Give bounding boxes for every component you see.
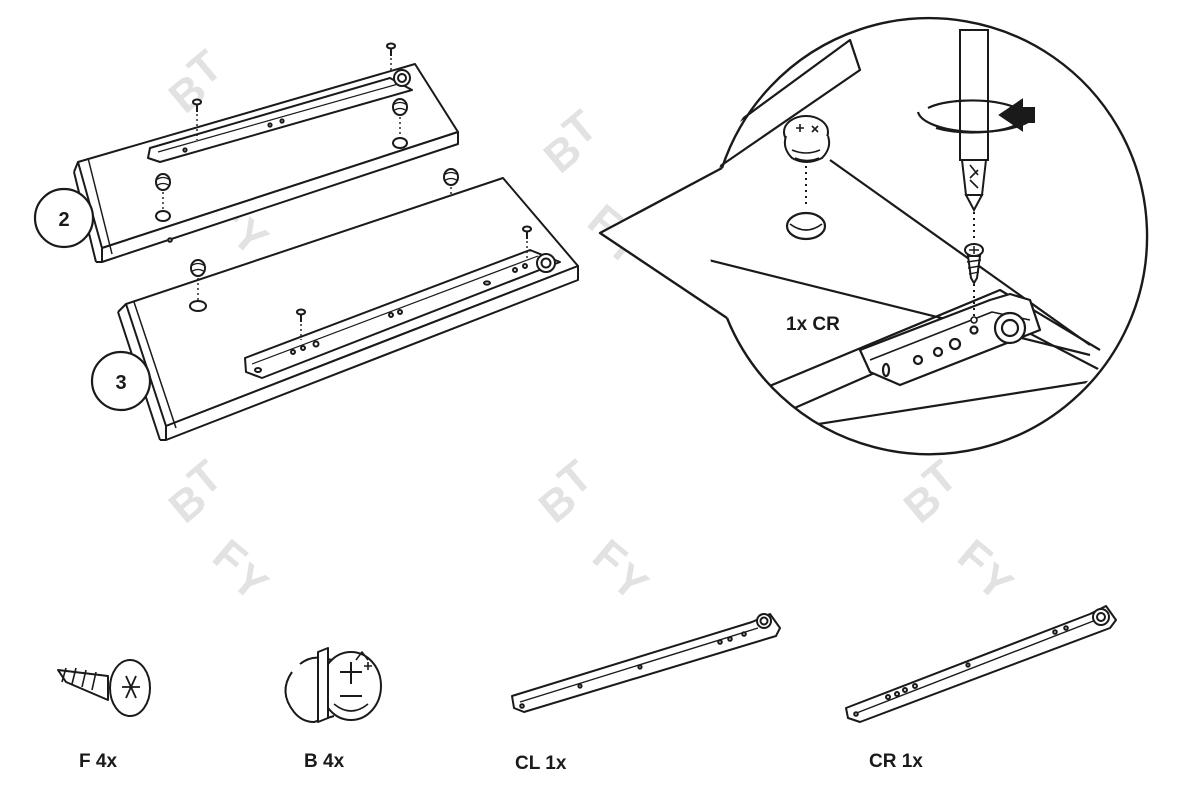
board-panel-3 [117, 177, 579, 441]
cam-dowel-icon [783, 115, 831, 163]
parts-list [57, 605, 1117, 723]
screw-icon [57, 659, 151, 717]
cam-dowel-icon [190, 259, 206, 277]
cam-dowel-icon [443, 168, 459, 186]
cam-dowel-icon [284, 647, 382, 723]
screw-icon [192, 98, 202, 112]
step-number: 2 [58, 209, 69, 231]
screw-icon [522, 225, 532, 239]
callout-label: 1x CR [786, 314, 840, 335]
cam-dowel-icon [392, 98, 408, 116]
screw-icon [964, 243, 984, 285]
screwdriver-icon [916, 29, 1035, 213]
screw-icon [296, 308, 306, 322]
detail-callout: 1x CR [598, 16, 1149, 456]
part-label-f: F 4x [79, 751, 117, 772]
step-badge-3: 3 [90, 350, 152, 412]
drawer-rail-right-icon [845, 605, 1117, 723]
cam-dowel-icon [155, 173, 171, 191]
drawer-rail-left-icon [511, 613, 781, 713]
screw-icon [386, 42, 396, 56]
part-label-b: B 4x [304, 751, 345, 772]
step-number: 3 [115, 372, 126, 394]
step-badge-2: 2 [33, 187, 95, 249]
part-label-cr: CR 1x [869, 751, 923, 772]
part-label-cl: CL 1x [515, 753, 567, 774]
board-panel-2 [73, 42, 459, 263]
